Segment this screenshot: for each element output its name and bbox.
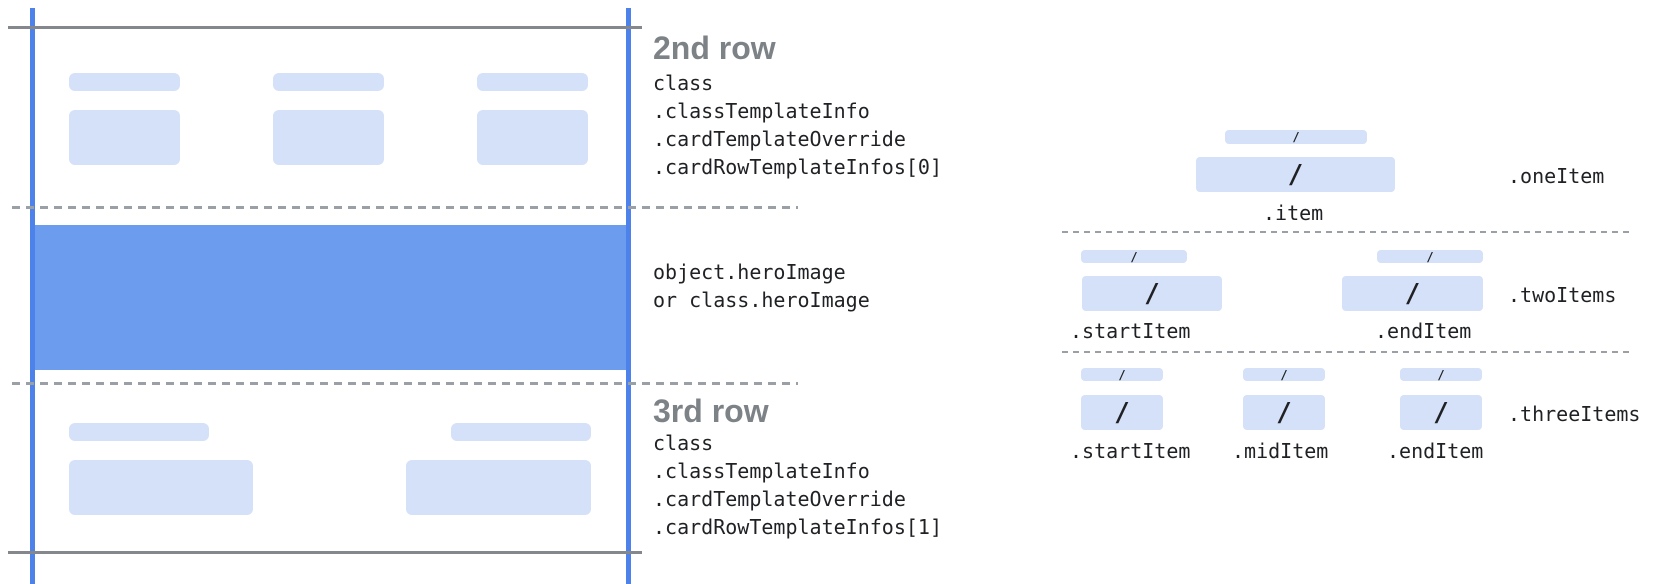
third-row-code-block: class .classTemplateInfo .cardTemplateOv… (653, 429, 942, 541)
slash-glyph: / (1426, 249, 1434, 264)
row3-right-body-chip (406, 460, 591, 515)
third-row-heading: 3rd row (653, 393, 769, 429)
slash-glyph: / (1437, 367, 1445, 382)
code-line: object.heroImage (653, 260, 846, 284)
slash-glyph: / (1114, 397, 1130, 428)
two-items-start-label-chip: / (1081, 250, 1187, 263)
row2-col2-label-chip (273, 73, 384, 91)
slash-glyph: / (1144, 278, 1160, 309)
row2-col3-body-chip (477, 110, 588, 165)
second-row-heading: 2nd row (653, 30, 776, 66)
two-items-start-body-chip: / (1082, 276, 1222, 311)
one-item-label-chip: / (1225, 130, 1367, 144)
code-line: class (653, 71, 714, 95)
three-items-start-body-chip: / (1081, 395, 1163, 430)
three-items-end-label-chip: / (1400, 368, 1482, 381)
row2-col1-label-chip (69, 73, 180, 91)
three-items-start-label: .startItem (1070, 439, 1191, 463)
slash-glyph: / (1433, 397, 1449, 428)
code-line: .classTemplateInfo (653, 99, 870, 123)
slash-glyph: / (1130, 249, 1138, 264)
row2-col3-label-chip (477, 73, 588, 91)
hero-row3-divider-dashed-line (12, 382, 798, 385)
code-line: .cardTemplateOverride (653, 127, 906, 151)
slash-glyph: / (1280, 367, 1288, 382)
slash-glyph: / (1118, 367, 1126, 382)
card-top-boundary-line (8, 26, 642, 29)
code-line: class (653, 431, 714, 455)
row2-hero-divider-dashed-line (12, 206, 798, 209)
one-item-body-chip: / (1196, 157, 1395, 192)
two-three-divider-dashed-line (1062, 351, 1630, 353)
row2-col2-body-chip (273, 110, 384, 165)
row2-col1-body-chip (69, 110, 180, 165)
row3-left-label-chip (69, 423, 209, 441)
one-item-row-label: .oneItem (1508, 164, 1605, 188)
row3-right-label-chip (451, 423, 591, 441)
two-items-row-label: .twoItems (1508, 283, 1617, 307)
three-items-mid-label: .midItem (1232, 439, 1329, 463)
card-right-guide-line (626, 8, 631, 584)
one-two-divider-dashed-line (1062, 231, 1630, 233)
two-items-end-label-chip: / (1377, 250, 1483, 263)
hero-code-block: object.heroImage or class.heroImage (653, 258, 870, 314)
code-line: .cardTemplateOverride (653, 487, 906, 511)
two-items-end-body-chip: / (1342, 276, 1483, 311)
code-line: .cardRowTemplateInfos[1] (653, 515, 942, 539)
one-item-item-label: .item (1263, 201, 1324, 225)
card-bottom-boundary-line (8, 551, 642, 554)
hero-image-placeholder (35, 225, 626, 370)
two-items-start-label: .startItem (1070, 319, 1191, 343)
slash-glyph: / (1276, 397, 1292, 428)
second-row-code-block: class .classTemplateInfo .cardTemplateOv… (653, 69, 942, 181)
three-items-start-label-chip: / (1081, 368, 1163, 381)
card-left-guide-line (30, 8, 35, 584)
code-line: or class.heroImage (653, 288, 870, 312)
code-line: .cardRowTemplateInfos[0] (653, 155, 942, 179)
three-items-mid-body-chip: / (1243, 395, 1325, 430)
slash-glyph: / (1287, 159, 1304, 190)
three-items-end-label: .endItem (1387, 439, 1484, 463)
two-items-end-label: .endItem (1375, 319, 1472, 343)
three-items-end-body-chip: / (1400, 395, 1482, 430)
row3-left-body-chip (69, 460, 253, 515)
code-line: .classTemplateInfo (653, 459, 870, 483)
three-items-mid-label-chip: / (1243, 368, 1325, 381)
three-items-row-label: .threeItems (1508, 402, 1641, 426)
slash-glyph: / (1404, 278, 1421, 309)
slash-glyph: / (1292, 130, 1300, 144)
